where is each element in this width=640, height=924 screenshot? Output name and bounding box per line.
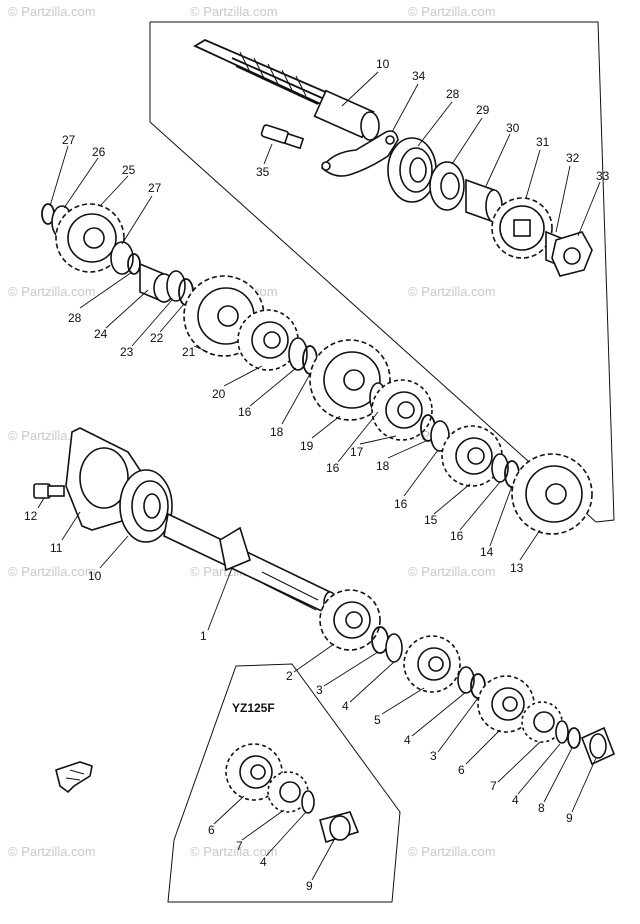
callout-32: 31: [536, 135, 550, 149]
watermark-text: © Partzilla.com: [8, 284, 96, 299]
washer-4-a: [385, 633, 403, 663]
callout-16-d: 16: [450, 529, 464, 543]
callout-17: 15: [424, 513, 438, 527]
callout-18-a: 18: [270, 425, 284, 439]
watermark-text: © Partzilla.com: [8, 844, 96, 859]
callout-29: 28: [446, 87, 460, 101]
callout-16-c: 16: [394, 497, 408, 511]
watermark-text: © Partzilla.com: [8, 4, 96, 19]
callout-16-b: 16: [326, 461, 340, 475]
callout-9: 9: [566, 811, 573, 825]
callout-18-b: 18: [376, 459, 390, 473]
washer-4-b: [457, 666, 475, 694]
callout-23: 22: [150, 331, 164, 345]
watermark-text: © Partzilla.com: [190, 4, 278, 19]
drive-sprocket-32: [491, 197, 553, 259]
drive-axle-group-outline: [149, 21, 615, 523]
callout-26: 25: [122, 163, 136, 177]
watermark-text: © Partzilla.com: [408, 4, 496, 19]
watermark-text: © Partzilla.com: [408, 564, 496, 579]
callout-28-top: 27: [62, 133, 76, 147]
drive-axle: [193, 38, 380, 141]
callout-12: 12: [24, 509, 38, 523]
watermark-text: © Partzilla.com: [408, 844, 496, 859]
watermark-text: © Partzilla.com: [408, 284, 496, 299]
leader-lines: [37, 71, 601, 881]
washer-24: [166, 270, 186, 302]
callout-11: 11: [50, 541, 63, 555]
callout-variant-9: 9: [306, 879, 313, 893]
callout-33: 32: [566, 151, 580, 165]
callout-16-a: 16: [238, 405, 252, 419]
callout-13: 10: [376, 57, 390, 71]
callout-10: 10: [88, 569, 102, 583]
callout-25: 24: [94, 327, 108, 341]
bearing-9: [580, 726, 616, 766]
washer-4-c: [555, 720, 569, 744]
stopper-plate-35: [320, 130, 399, 177]
callout-24: 23: [120, 345, 134, 359]
callout-4-b: 4: [404, 733, 411, 747]
callout-3-b: 3: [430, 749, 437, 763]
gear-19: [371, 379, 433, 441]
callout-14: 13: [510, 561, 524, 575]
callout-34: 33: [596, 169, 610, 183]
callout-6: 6: [458, 763, 465, 777]
gear-21: [237, 309, 299, 371]
yz125f-variant-box: YZ125F: [167, 663, 401, 903]
callout-15: 14: [480, 545, 494, 559]
gear-17: [441, 425, 503, 487]
callout-36: 35: [256, 165, 270, 179]
gear-26: [55, 203, 125, 273]
variant-gear-7: [267, 771, 309, 813]
watermark-text: © Partzilla.com: [8, 564, 96, 579]
callout-4-c: 4: [512, 793, 519, 807]
callout-labels: 10 34 28 29 30 31 32 33 35 27 26 25 27 2…: [24, 57, 610, 893]
callout-27-bottom: 27: [148, 181, 162, 195]
variant-washer-4: [301, 790, 315, 814]
callout-3-a: 3: [316, 683, 323, 697]
callout-30: 29: [476, 103, 490, 117]
callout-variant-6: 6: [208, 823, 215, 837]
callout-19: 17: [350, 445, 364, 459]
nut-34: [551, 231, 593, 277]
bolt-36: [260, 124, 305, 150]
callout-28-bottom: 28: [68, 311, 82, 325]
gear-2: [319, 589, 381, 651]
callout-variant-4: 4: [260, 855, 267, 869]
callout-20: 19: [300, 439, 314, 453]
bolt-12: [33, 483, 65, 499]
callout-8: 8: [538, 801, 545, 815]
front-arrow-icon: [55, 761, 93, 794]
bearing-25: [139, 262, 175, 304]
callout-21: 20: [212, 387, 226, 401]
gear-14: [511, 453, 593, 535]
bearing-29: [387, 137, 437, 203]
callout-variant-7: 7: [236, 839, 243, 853]
variant-gear-6: [225, 743, 283, 801]
callout-4-a: 4: [342, 699, 349, 713]
callout-35: 34: [412, 69, 426, 83]
bearing-10: [119, 469, 173, 543]
callout-22: 21: [182, 345, 196, 359]
gear-5: [403, 635, 461, 693]
callout-1: 1: [200, 629, 207, 643]
watermark-text: © Partzilla.com: [190, 844, 278, 859]
callout-7: 7: [490, 779, 497, 793]
callout-2: 2: [286, 669, 293, 683]
variant-title: YZ125F: [232, 701, 275, 715]
circlip-8: [567, 727, 581, 749]
callout-5: 5: [374, 713, 381, 727]
callout-27-top: 26: [92, 145, 106, 159]
variant-bearing-9: [319, 811, 360, 844]
gear-7: [521, 701, 563, 743]
oil-seal-30: [429, 161, 465, 211]
callout-31: 30: [506, 121, 520, 135]
